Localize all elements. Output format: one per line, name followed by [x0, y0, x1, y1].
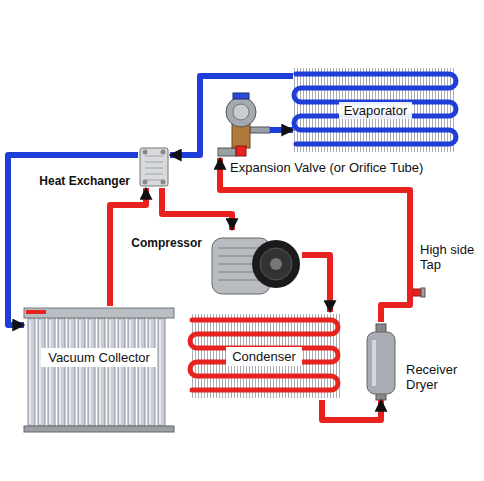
- compressor: Compressor: [208, 230, 302, 304]
- tap-valve: [421, 288, 425, 297]
- component-name: Expansion Valve (or Orifice Tube): [230, 160, 423, 175]
- compressor-pulley: [252, 240, 300, 288]
- condenser-coil: [190, 320, 338, 390]
- refrigerant-pipe: [220, 158, 410, 322]
- receiver-dryer: Receiver Dryer: [362, 322, 400, 400]
- dryer-highlight: [372, 340, 376, 386]
- evaporator-coil: [294, 74, 456, 144]
- condenser-fins: [190, 314, 340, 398]
- component-name: Evaporator: [339, 102, 413, 119]
- port: [161, 180, 166, 185]
- valve-outlet-stub: [250, 127, 270, 133]
- tap-stub: [413, 289, 421, 296]
- collector-header: [24, 308, 174, 318]
- evaporator-fins: [294, 68, 456, 152]
- compressor-clutch: [260, 248, 292, 280]
- condenser-coil: Condenser: [188, 312, 340, 400]
- refrigerant-pipe: [302, 255, 330, 312]
- tap-label: High side Tap: [420, 242, 480, 272]
- component-name: Condenser: [226, 347, 302, 366]
- dryer-cylinder: [367, 332, 395, 394]
- component-name: Vacuum Collector: [41, 348, 157, 367]
- compressor-hub: [270, 258, 282, 270]
- expansion-valve: Expansion Valve (or Orifice Tube): [212, 92, 270, 158]
- component-name: Heat Exchanger: [39, 174, 130, 189]
- refrigerant-pipe: [270, 127, 293, 133]
- port: [161, 150, 166, 155]
- vacuum-collector: Vacuum Collector: [24, 306, 174, 434]
- valve-stem: [236, 146, 246, 156]
- refrigerant-pipe: [8, 155, 138, 325]
- component-name: Receiver Dryer: [406, 362, 468, 392]
- collector-badge: [26, 310, 46, 314]
- heat-exchanger-plate: [140, 148, 168, 186]
- valve-diaphragm-center: [233, 104, 249, 120]
- component-name: Compressor: [131, 236, 202, 251]
- heat-exchanger: Heat Exchanger: [138, 146, 170, 188]
- valve-diaphragm: [226, 97, 256, 127]
- collector-rail: [24, 426, 174, 432]
- tube-highlights: [30, 320, 160, 424]
- valve-inlet-stub: [218, 148, 236, 156]
- valve-body: [232, 124, 250, 148]
- plate-ridges: [145, 156, 163, 180]
- port: [143, 180, 148, 185]
- valve-cap: [233, 93, 249, 99]
- refrigerant-pipe: [322, 400, 381, 420]
- refrigerant-pipe: [170, 76, 293, 155]
- refrigerant-pipe: [162, 188, 232, 230]
- port: [143, 150, 148, 155]
- collector-tubes: [28, 318, 165, 426]
- evaporator-coil: Evaporator: [293, 66, 458, 154]
